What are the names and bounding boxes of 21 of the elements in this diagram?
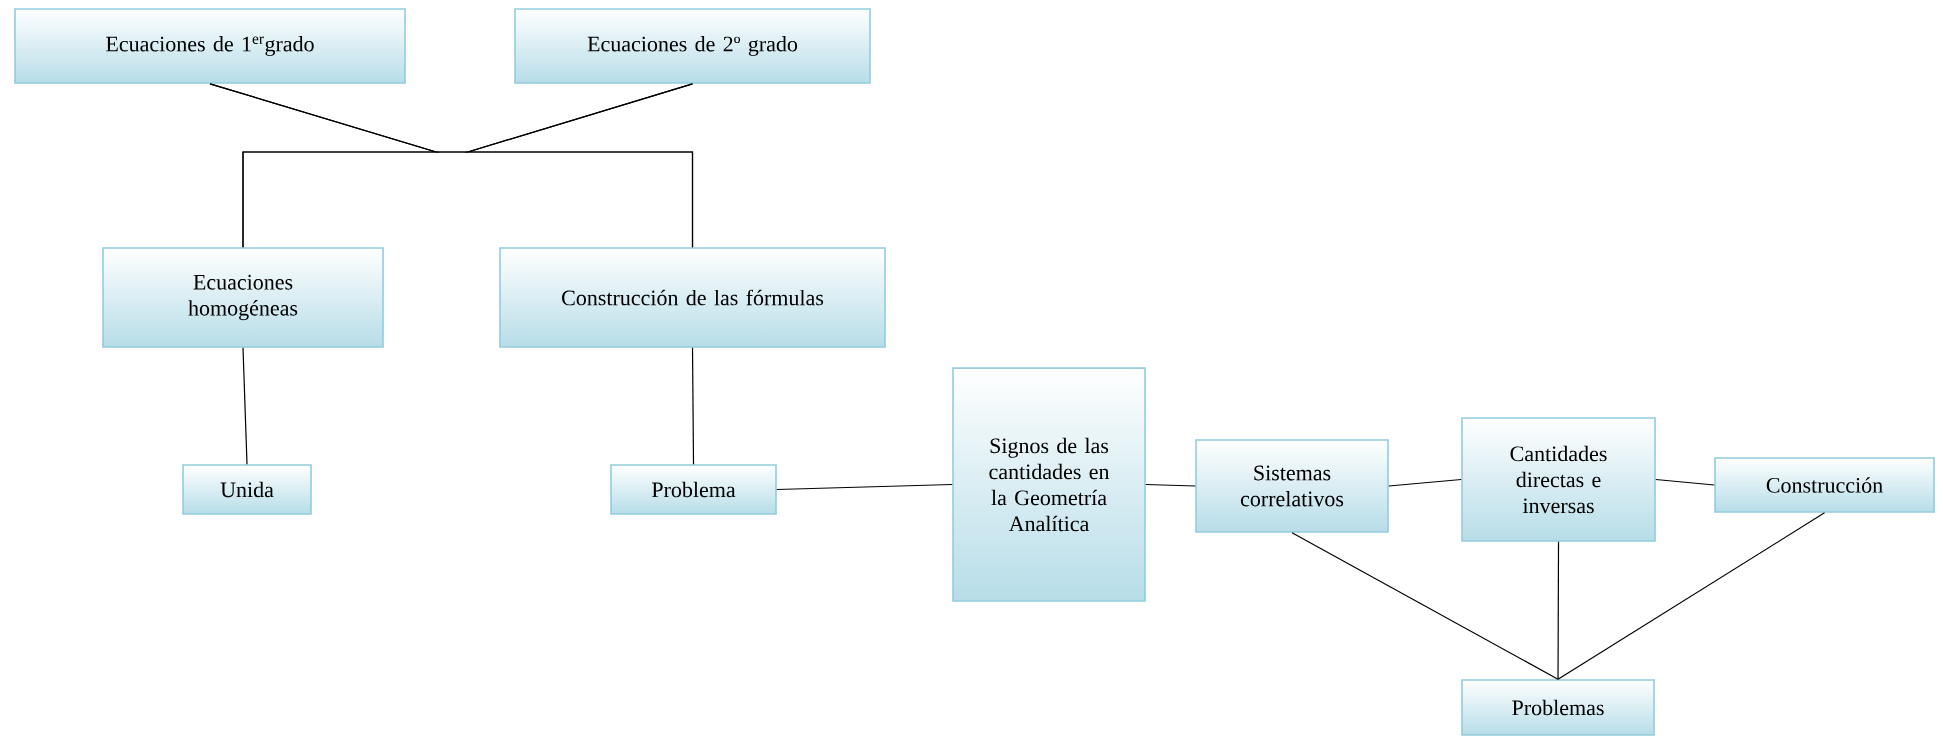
concept-box: Problemas (1461, 679, 1655, 736)
connector-line (463, 83, 694, 248)
connector-line (776, 483, 953, 491)
concept-box: Construcción (1714, 457, 1935, 513)
connector-line (1557, 541, 1560, 680)
concept-box: Ecuaciones de 1$^{er}$grado (14, 8, 406, 84)
concept-box: Problema (610, 464, 777, 515)
connector-line (1655, 478, 1715, 486)
concept-box: Ecuaciones de 2º grado (514, 8, 871, 84)
connector-line (1557, 512, 1826, 680)
connector-line (1145, 483, 1196, 487)
concept-box: Ecuaciones homogéneas (102, 247, 384, 348)
concept-box: Signos de las cantidades en la Geometría Analítica (952, 367, 1146, 602)
connector-line (1291, 532, 1559, 680)
connector-line (242, 347, 248, 465)
concept-box: Sistemas correlativos (1195, 439, 1389, 533)
connector-line (1388, 478, 1462, 487)
concept-box: Unida (182, 464, 312, 515)
concept-box: Cantidades directas e inversas (1461, 417, 1656, 542)
concept-box: Construcción de las fórmulas (499, 247, 886, 348)
connector-line (691, 347, 695, 465)
